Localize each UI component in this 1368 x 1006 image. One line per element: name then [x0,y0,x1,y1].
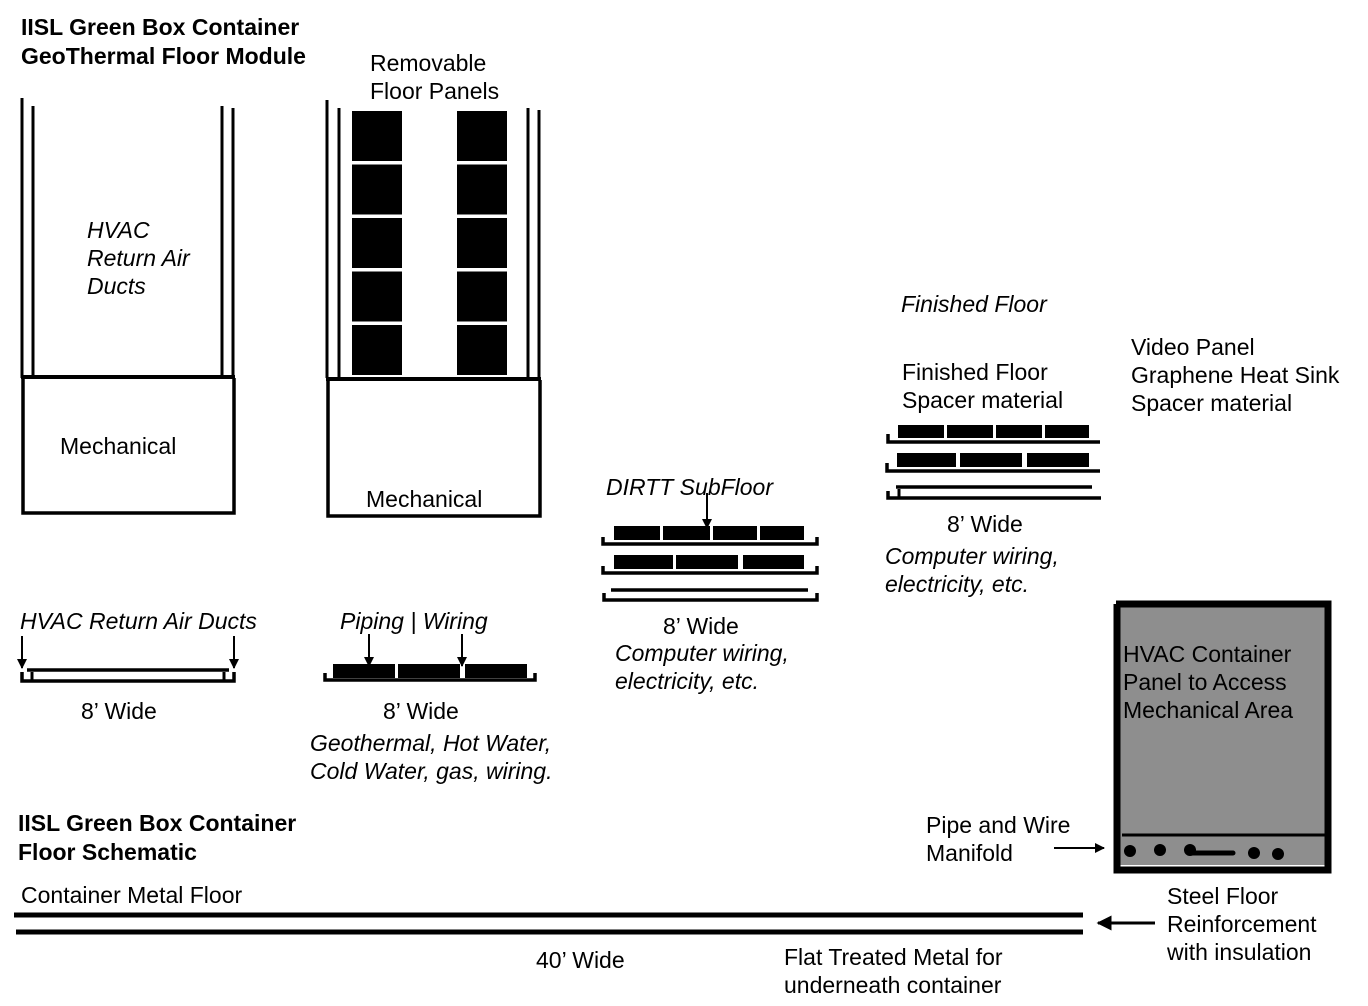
dirtt-section-label: DIRTT SubFloor [606,474,774,500]
video-panel-line-2: Graphene Heat Sink [1131,362,1340,388]
steel-label-line-1: Steel Floor [1167,883,1279,909]
piping-width-label: 8’ Wide [383,698,459,724]
piping-block-1 [333,664,395,678]
floor-panel [352,218,402,268]
dirtt-block-2-2 [676,555,738,569]
panels-label-line-1: Removable [370,50,487,76]
floor-panel [352,271,402,322]
schematic-title-line-1: IISL Green Box Container [18,810,297,836]
module-title-line-1: IISL Green Box Container [21,14,300,40]
container-floor-label: Container Metal Floor [21,882,243,908]
module-title-line-2: GeoThermal Floor Module [21,43,306,69]
finished-floor-section [885,425,1101,500]
dirtt-block-2-3 [743,555,804,569]
dirtt-note-line-1: Computer wiring, [615,640,789,666]
finished-block-1-1 [898,425,944,438]
finished-note-line-1: Computer wiring, [885,543,1059,569]
dirtt-note-line-2: electricity, etc. [615,668,759,694]
dirtt-block-1-2 [663,526,710,540]
floor-panel [457,218,507,268]
mechanical-box-right [326,380,542,518]
hvac-section-tray [20,672,236,683]
mechanical-label-right: Mechanical [366,486,483,512]
dirtt-tray-2 [601,566,819,575]
removable-floor-panels [352,111,507,375]
hvac-duct-section [17,636,239,683]
floor-panel [457,111,507,161]
hvac-container-label-line-2: Panel to Access [1123,669,1287,695]
floor-panel [457,325,507,375]
hvac-container-label-line-1: HVAC Container [1123,641,1292,667]
manifold-pipe-1 [1124,845,1136,857]
piping-section [323,634,537,682]
piping-note-line-2: Cold Water, gas, wiring. [310,758,553,784]
hvac-container-fill [1116,603,1331,865]
panels-label-line-2: Floor Panels [370,78,500,104]
mechanical-label-left: Mechanical [60,433,177,459]
floor-width-label: 40’ Wide [536,947,625,973]
finished-block-2-1 [897,453,956,467]
module-left-drawing [20,98,236,515]
video-panel-line-1: Video Panel [1131,334,1255,360]
flat-metal-label-line-1: Flat Treated Metal for [784,944,1003,970]
mechanical-box-left [21,378,236,515]
finished-width-label: 8’ Wide [947,511,1023,537]
finished-block-2-2 [960,453,1022,467]
duct-label-line-1: HVAC [87,217,150,243]
hvac-container-frame [1113,600,1332,874]
manifold-label-line-2: Manifold [926,840,1013,866]
piping-section-tray [323,673,537,682]
dirtt-block-2-1 [614,555,673,569]
floor-panel [352,111,402,161]
schematic-title-line-2: Floor Schematic [18,839,197,865]
steel-label-line-3: with insulation [1167,939,1312,965]
finished-tray-3 [886,491,1101,500]
dirtt-block-1-4 [760,526,804,540]
finished-layers-line-2: Spacer material [902,387,1064,413]
finished-block-1-3 [996,425,1042,438]
dirtt-width-label: 8’ Wide [663,613,739,639]
duct-label-line-2: Return Air [87,245,190,271]
manifold-pipe-2 [1154,844,1166,856]
finished-block-1-4 [1045,425,1089,438]
finished-layers-line-1: Finished Floor [902,359,1048,385]
manifold-label-line-1: Pipe and Wire [926,812,1071,838]
finished-tray-2 [885,463,1100,473]
video-panel-line-3: Spacer material [1131,390,1293,416]
hvac-section-label: HVAC Return Air Ducts [20,608,257,634]
floor-panel [457,271,507,322]
duct-label-line-3: Ducts [87,273,146,299]
flat-metal-label-line-2: underneath container [784,972,1002,998]
piping-note-line-1: Geothermal, Hot Water, [310,730,552,756]
module-right-drawing [325,100,542,518]
finished-block-2-3 [1027,453,1089,467]
finished-block-1-2 [947,425,993,438]
dirtt-tray-1 [601,537,819,546]
dirtt-section [601,493,819,602]
dirtt-block-1-1 [614,526,660,540]
finished-note-line-2: electricity, etc. [885,571,1029,597]
piping-section-label: Piping | Wiring [340,608,488,634]
floor-panel [352,164,402,215]
hvac-container-label-line-3: Mechanical Area [1123,697,1294,723]
piping-block-3 [465,664,527,678]
hvac-width-label: 8’ Wide [81,698,157,724]
manifold-pipe-4 [1248,847,1260,859]
steel-label-line-2: Reinforcement [1167,911,1317,937]
dirtt-block-1-3 [713,526,757,540]
hvac-container-panel [1054,600,1332,874]
piping-block-2 [398,664,460,678]
floor-panel [352,325,402,375]
manifold-pipe-5 [1272,848,1284,860]
dirtt-tray-3 [602,593,819,602]
floor-panel [457,164,507,215]
finished-floor-label: Finished Floor [901,291,1047,317]
container-floor [14,912,1155,935]
finished-tray-1 [886,434,1100,444]
